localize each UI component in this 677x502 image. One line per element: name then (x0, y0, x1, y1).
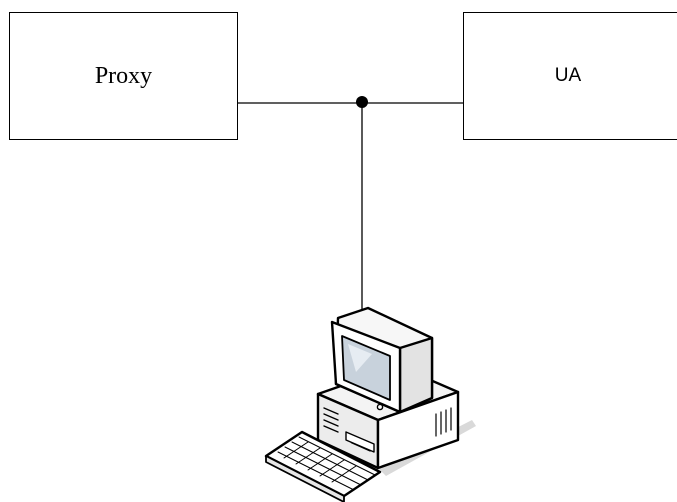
junction-dot (356, 96, 368, 108)
monitor-side (398, 336, 434, 414)
drive-bay (345, 431, 375, 453)
keyboard-edge (265, 455, 345, 502)
cpu-vents (323, 407, 339, 433)
proxy-label: Proxy (94, 62, 153, 89)
cpu-side-ribs (435, 407, 452, 437)
power-button (376, 403, 384, 411)
proxy-node: Proxy (9, 12, 238, 140)
ua-label: UA (554, 65, 582, 86)
keyboard-keys (277, 436, 376, 491)
desktop-computer-icon (264, 306, 476, 502)
screen-highlight (348, 344, 372, 372)
cpu-side (376, 390, 460, 470)
ua-node: UA (463, 12, 677, 140)
